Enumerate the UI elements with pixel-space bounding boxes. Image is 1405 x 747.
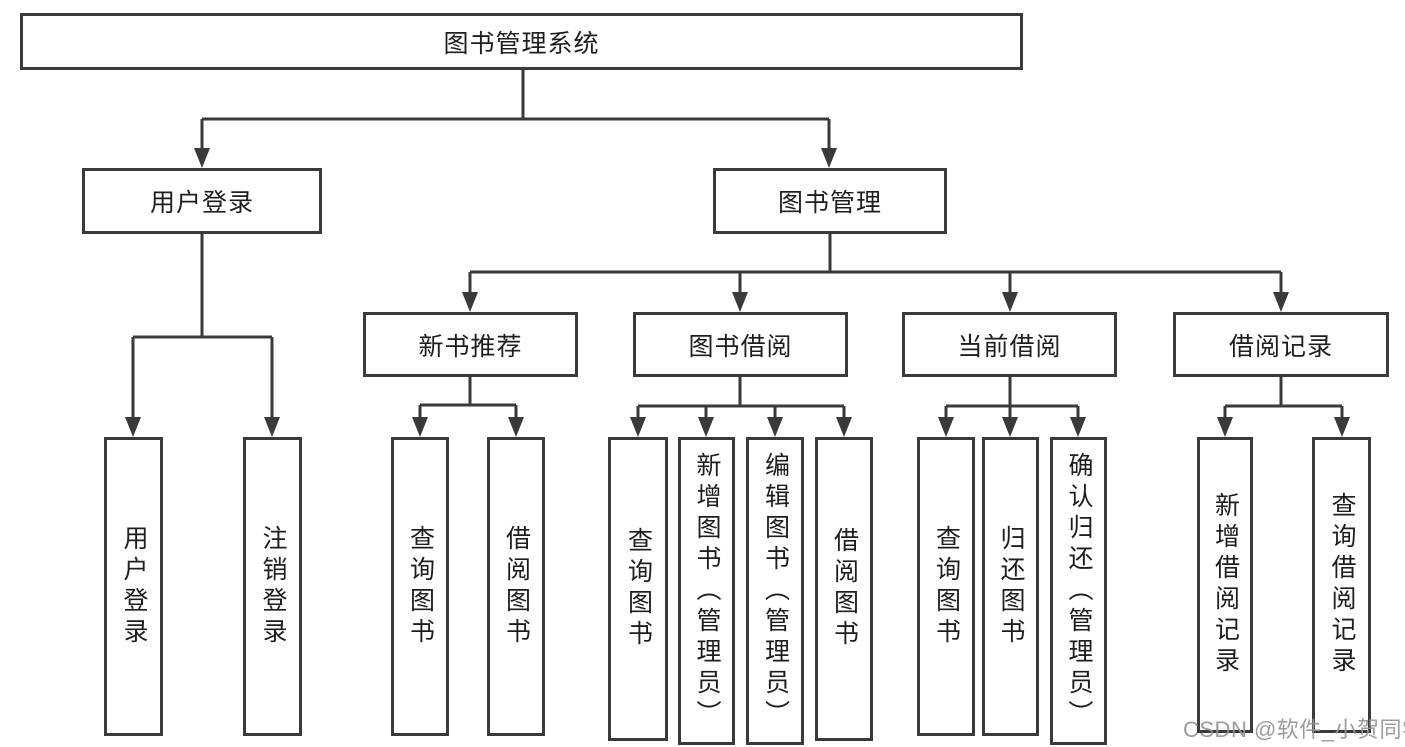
node-root-system: 图书管理系统 bbox=[20, 13, 1023, 70]
leaf-edit-book-admin-label: 编辑图书（管理员） bbox=[761, 451, 790, 731]
node-user-login-module: 用户登录 bbox=[82, 168, 322, 234]
leaf-logout-label: 注销登录 bbox=[259, 524, 287, 649]
leaf-newbook-query-books: 查询图书 bbox=[391, 437, 449, 736]
node-book-management-module-label: 图书管理 bbox=[777, 189, 882, 217]
leaf-return-book: 归还图书 bbox=[982, 437, 1039, 736]
leaf-user-login: 用户登录 bbox=[104, 437, 163, 736]
leaf-user-login-label: 用户登录 bbox=[120, 524, 148, 649]
node-user-login-module-label: 用户登录 bbox=[149, 189, 254, 217]
node-new-book-recommend: 新书推荐 bbox=[363, 312, 578, 377]
leaf-current-query-books-label: 查询图书 bbox=[932, 524, 961, 649]
node-book-borrow-label: 图书借阅 bbox=[688, 332, 793, 361]
leaf-borrow-book: 借阅图书 bbox=[815, 437, 873, 741]
node-book-borrow: 图书借阅 bbox=[633, 312, 848, 377]
leaf-confirm-return-admin: 确认归还（管理员） bbox=[1050, 437, 1107, 745]
connector-lines bbox=[131, 69, 1344, 424]
leaf-newbook-borrow-books: 借阅图书 bbox=[487, 437, 545, 736]
leaf-newbook-borrow-books-label: 借阅图书 bbox=[502, 524, 531, 649]
leaf-current-query-books: 查询图书 bbox=[917, 437, 975, 736]
leaf-add-borrow-record-label: 新增借阅记录 bbox=[1211, 492, 1240, 678]
leaf-newbook-query-books-label: 查询图书 bbox=[406, 524, 435, 649]
leaf-add-borrow-record: 新增借阅记录 bbox=[1197, 437, 1253, 733]
node-book-management-module: 图书管理 bbox=[713, 168, 947, 234]
leaf-borrow-book-label: 借阅图书 bbox=[830, 527, 859, 651]
leaf-borrow-query-books: 查询图书 bbox=[608, 437, 668, 741]
leaf-confirm-return-admin-label: 确认归还（管理员） bbox=[1065, 451, 1093, 731]
node-current-borrow-label: 当前借阅 bbox=[957, 332, 1062, 361]
node-borrow-records: 借阅记录 bbox=[1173, 312, 1389, 377]
leaf-logout: 注销登录 bbox=[243, 437, 302, 736]
leaf-edit-book-admin: 编辑图书（管理员） bbox=[746, 437, 804, 745]
leaf-add-book-admin: 新增图书（管理员） bbox=[678, 437, 735, 745]
node-root-system-label: 图书管理系统 bbox=[443, 29, 600, 58]
leaf-query-borrow-record: 查询借阅记录 bbox=[1312, 437, 1371, 733]
leaf-query-borrow-record-label: 查询借阅记录 bbox=[1328, 492, 1356, 678]
node-current-borrow: 当前借阅 bbox=[902, 312, 1117, 377]
node-new-book-recommend-label: 新书推荐 bbox=[418, 332, 523, 361]
leaf-return-book-label: 归还图书 bbox=[997, 524, 1025, 649]
leaf-borrow-query-books-label: 查询图书 bbox=[624, 527, 653, 651]
csdn-watermark: CSDN @软件_小贺同学 bbox=[1183, 717, 1405, 742]
arrow-heads bbox=[125, 148, 1350, 437]
node-borrow-records-label: 借阅记录 bbox=[1228, 332, 1333, 361]
leaf-add-book-admin-label: 新增图书（管理员） bbox=[693, 451, 721, 731]
